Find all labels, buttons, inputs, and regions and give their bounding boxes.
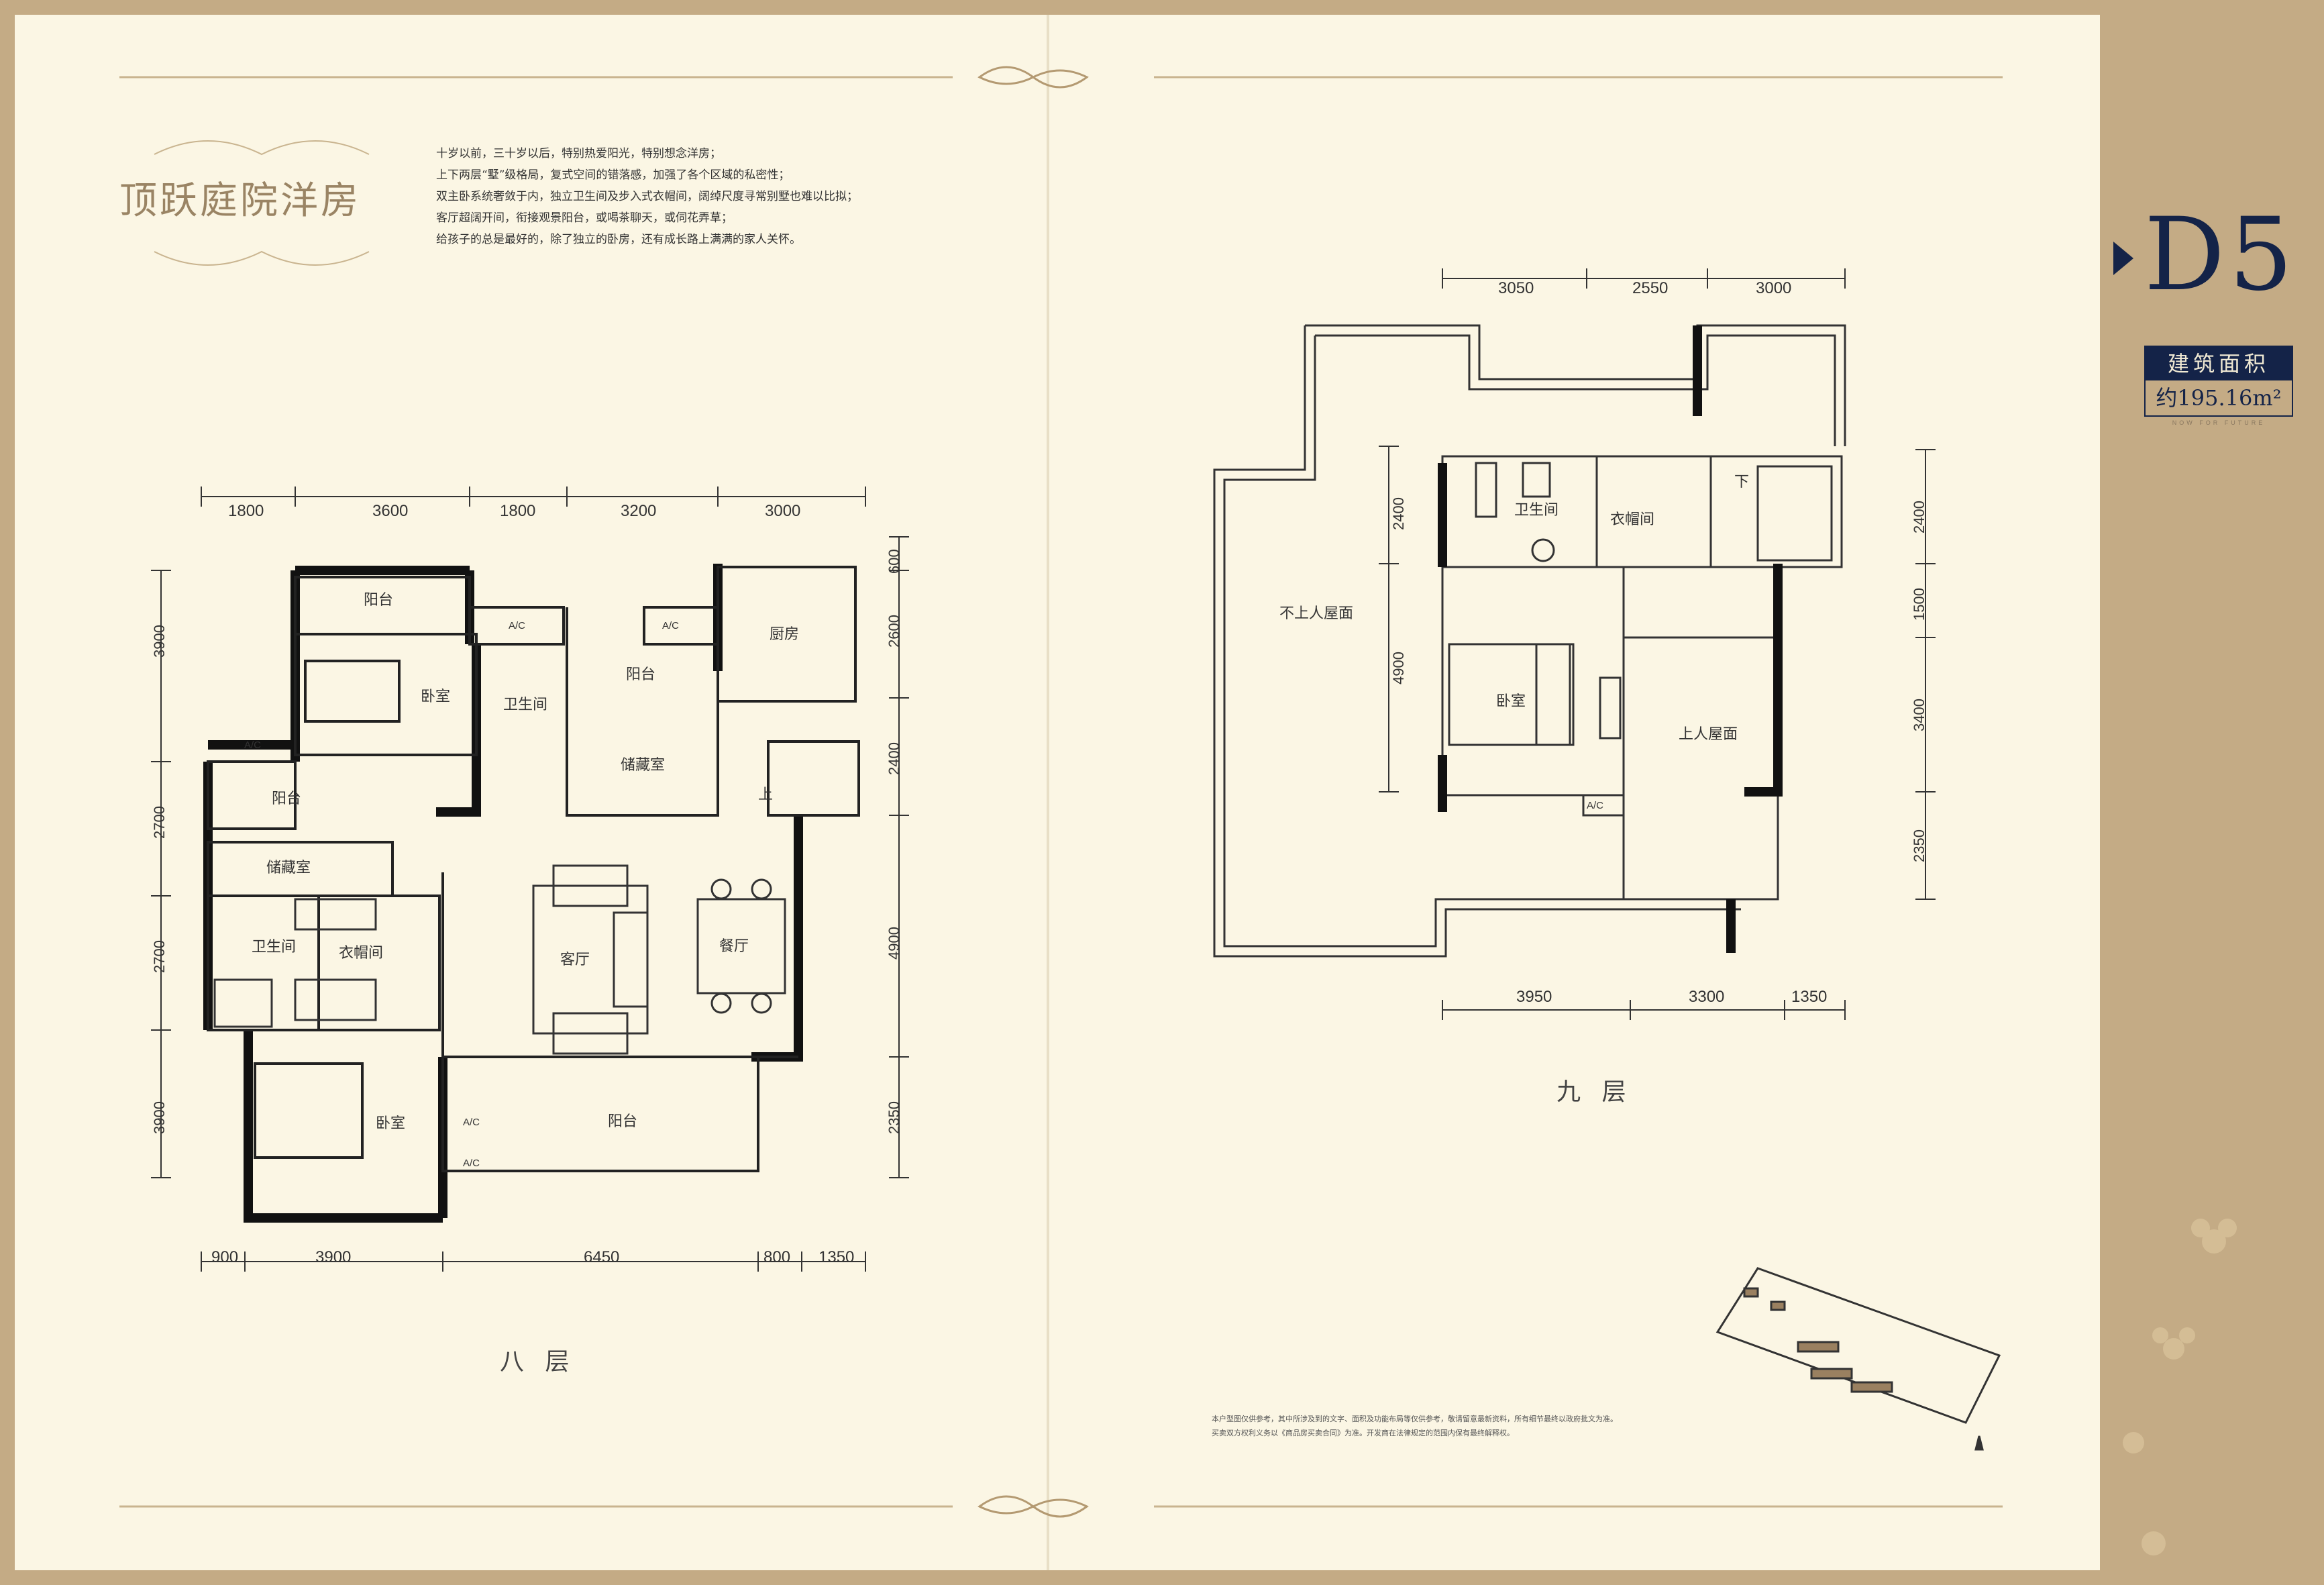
floor8-title: 八 层 [500, 1348, 576, 1376]
f9-dim-top: 2550 [1632, 279, 1669, 297]
f8-dim-left: 2700 [151, 940, 168, 973]
room-label: 卧室 [421, 688, 451, 705]
ac-label: A/C [662, 620, 680, 631]
room-label: 厨房 [770, 626, 800, 643]
left-page [15, 15, 1048, 1570]
f8-dim-top: 3600 [372, 502, 409, 520]
intro-line: 双主卧系统奢敛于内，独立卫生间及步入式衣帽间，阔绰尺度寻常别墅也难以比拟； [436, 190, 858, 203]
ac-label: A/C [509, 620, 526, 631]
room-label: 储藏室 [266, 860, 311, 876]
f9-dim-bottom: 3950 [1516, 988, 1552, 1006]
room-label: 阳台 [608, 1113, 638, 1130]
f8-dim-left: 2700 [151, 806, 168, 839]
right-page [1048, 15, 2100, 1570]
f9-dim-right: 2350 [1911, 829, 1927, 862]
area-label: 建筑面积 [2146, 347, 2292, 380]
room-label: 卫生间 [1514, 502, 1559, 519]
intro-line: 给孩子的总是最好的，除了独立的卧房，还有成长路上满满的家人关怀。 [436, 233, 801, 246]
ac-label: A/C [1587, 800, 1604, 811]
floor9-title: 九 层 [1556, 1078, 1633, 1106]
ac-label: A/C [463, 1117, 480, 1128]
area-value: 约195.16m² [2156, 385, 2282, 411]
f8-dim-bottom: 3900 [315, 1248, 352, 1266]
f9-dim-bottom: 1350 [1791, 988, 1828, 1006]
f9-dim-right: 3400 [1911, 699, 1927, 731]
floor9-plan [1213, 268, 1936, 1020]
room-label: 上人屋面 [1679, 726, 1738, 743]
flower-icon [2123, 1219, 2237, 1555]
ac-label: A/C [463, 1158, 480, 1169]
brand-subtitle: NOW FOR FUTURE [2172, 419, 2266, 426]
stair-label: 上 [758, 786, 774, 803]
f9-dim-right: 2400 [1911, 501, 1927, 533]
f8-dim-bottom: 1350 [818, 1248, 855, 1266]
f8-dim-right: 600 [886, 549, 902, 574]
page-title: 顶跃庭院洋房 [119, 179, 361, 223]
f8-dim-bottom: 6450 [584, 1248, 620, 1266]
f8-dim-bottom: 800 [763, 1248, 791, 1266]
room-label: 餐厅 [719, 938, 749, 955]
f8-dim-right: 4900 [886, 927, 902, 960]
room-label: 不上人屋面 [1279, 605, 1354, 622]
disclaimer-line: 买卖双方权利义务以《商品房买卖合同》为准。开发商在法律规定的范围内保有最终解释权… [1212, 1429, 1514, 1437]
room-label: 阳台 [626, 666, 656, 683]
intro-line: 十岁以前，三十岁以后，特别热爱阳光，特别想念洋房； [436, 147, 721, 160]
f8-dim-left: 3900 [151, 625, 168, 658]
f8-dim-right: 2400 [886, 742, 902, 775]
f8-dim-bottom: 900 [211, 1248, 239, 1266]
f9-dim-left: 4900 [1390, 652, 1407, 684]
f8-dim-top: 1800 [500, 502, 536, 520]
room-label: 卫生间 [252, 939, 297, 956]
room-label: 阳台 [364, 592, 394, 609]
area-box: 建筑面积 约195.16m² [2144, 346, 2293, 417]
f8-dim-top: 3200 [621, 502, 657, 520]
f9-dim-right: 1500 [1911, 588, 1927, 621]
f9-dim-top: 3050 [1498, 279, 1534, 297]
intro-text: 十岁以前，三十岁以后，特别热爱阳光，特别想念洋房； 上下两层“墅”级格局，复式空… [436, 143, 858, 250]
intro-line: 上下两层“墅”级格局，复式空间的错落感，加强了各个区域的私密性； [436, 168, 790, 182]
f9-dim-left: 2400 [1390, 497, 1407, 530]
disclaimer: 本户型图仅供参考，其中所涉及到的文字、面积及功能布局等仅供参考，敬请留意最新资料… [1212, 1413, 1681, 1441]
f8-dim-top: 1800 [228, 502, 264, 520]
arrow-icon [2113, 242, 2133, 275]
unit-code: D5 [2144, 197, 2297, 313]
room-label: 储藏室 [621, 757, 666, 774]
f8-dim-right: 2600 [886, 615, 902, 648]
intro-line: 客厅超阔开间，衔接观景阳台，或喝茶聊天，或伺花弄草； [436, 211, 733, 225]
room-label: 衣帽间 [1610, 511, 1655, 528]
f8-dim-right: 2350 [886, 1101, 902, 1134]
room-label: 卧室 [376, 1115, 406, 1132]
top-divider [119, 66, 2003, 89]
floor8-plan [151, 487, 909, 1272]
site-map [1715, 1267, 2001, 1451]
f8-dim-left: 3900 [151, 1101, 168, 1134]
f9-dim-bottom: 3300 [1689, 988, 1725, 1006]
f8-dim-top: 3000 [765, 502, 801, 520]
stair-label: 下 [1734, 474, 1750, 491]
bottom-divider [119, 1495, 2003, 1518]
f9-dim-top: 3000 [1756, 279, 1792, 297]
room-label: 卫生间 [503, 697, 548, 713]
disclaimer-line: 本户型图仅供参考，其中所涉及到的文字、面积及功能布局等仅供参考，敬请留意最新资料… [1212, 1415, 1618, 1423]
room-label: 衣帽间 [339, 945, 384, 962]
room-label: 阳台 [272, 790, 302, 807]
ac-label: A/C [244, 739, 262, 751]
room-label: 客厅 [560, 952, 590, 968]
title-ornament [154, 140, 370, 266]
room-label: 卧室 [1496, 693, 1526, 710]
